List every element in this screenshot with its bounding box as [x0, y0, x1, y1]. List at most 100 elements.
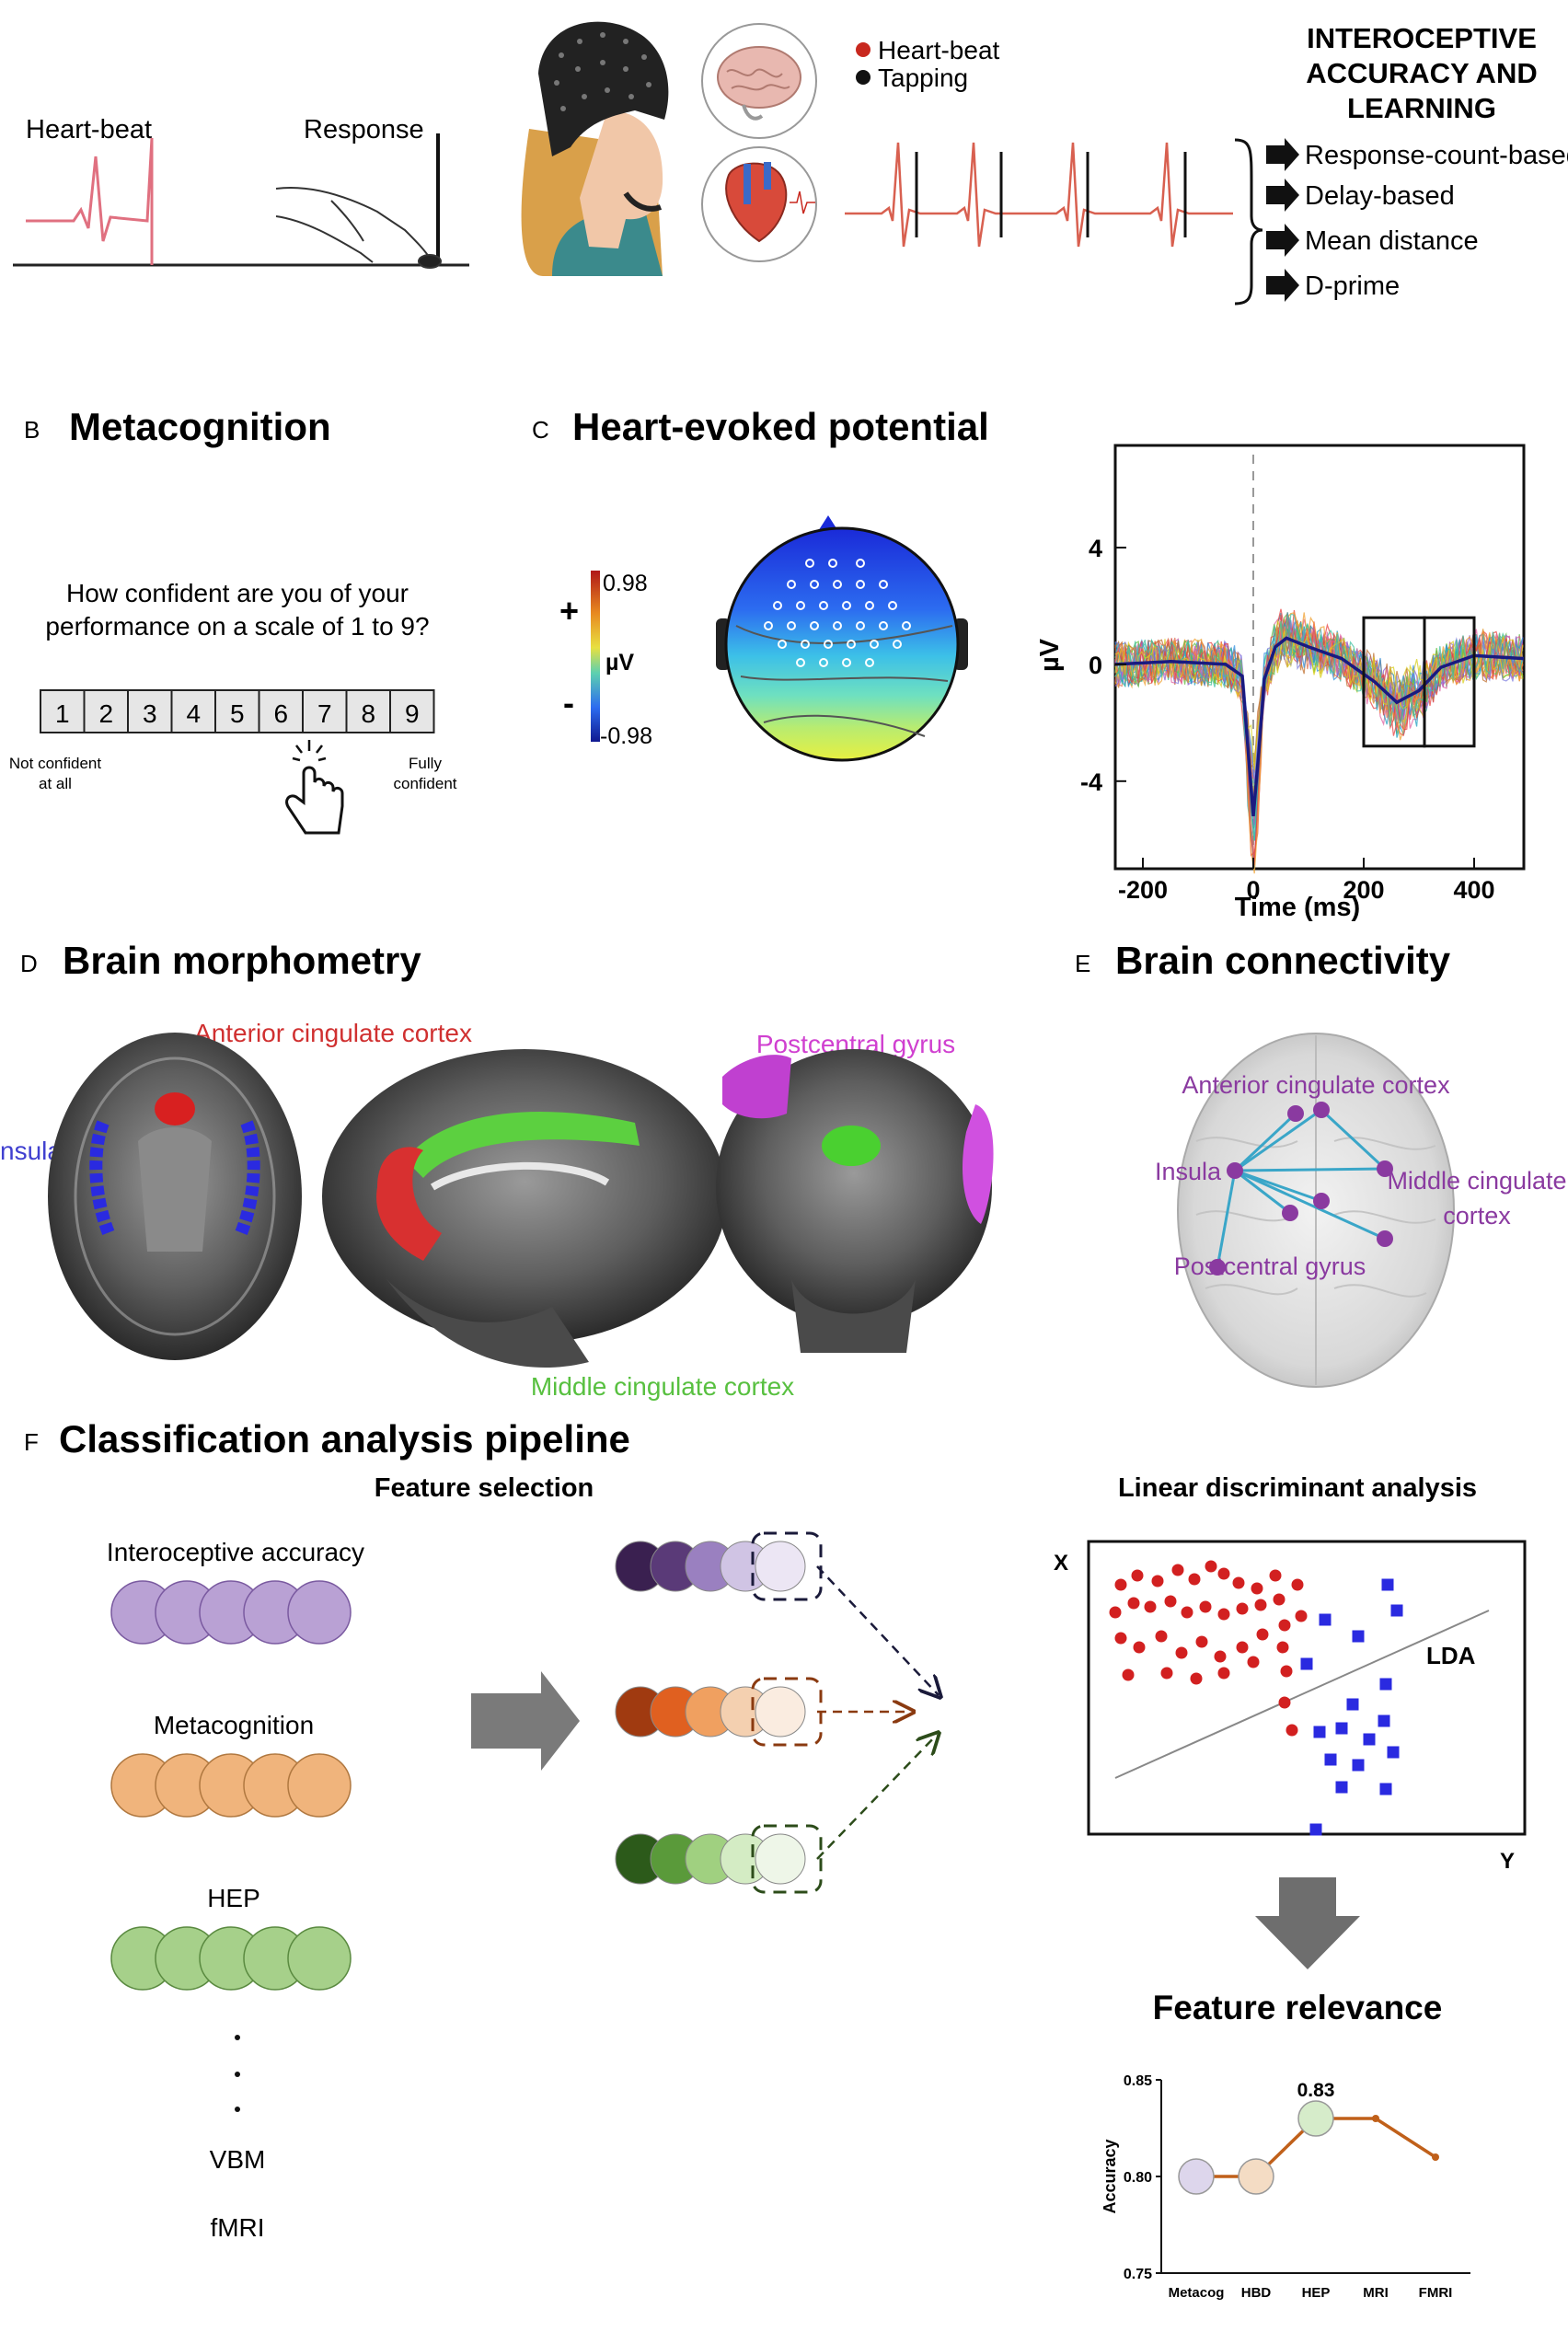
scale-number: 3: [143, 699, 157, 728]
scale-option[interactable]: 2: [83, 689, 129, 733]
feature-circle: [755, 1686, 806, 1737]
class-a-point: [1114, 1578, 1127, 1591]
class-a-point: [1164, 1595, 1177, 1608]
feature-circle: [755, 1541, 806, 1592]
title-line-3: LEARNING: [1347, 92, 1496, 124]
ellipsis-dots: [235, 2035, 240, 2112]
y-tick-label: 4: [1089, 535, 1102, 562]
feature-circles-hep: [110, 1926, 352, 1991]
class-a-point: [1236, 1602, 1249, 1615]
scale-option[interactable]: 4: [170, 689, 216, 733]
e-postcentral-label: Postcentral gyrus: [1174, 1253, 1366, 1280]
legend-heartbeat-label: Heart-beat: [878, 36, 1000, 64]
class-a-point: [1122, 1668, 1135, 1681]
rel-y-tick-label: 0.80: [1124, 2170, 1152, 2186]
rel-point: [1432, 2153, 1439, 2161]
acc-sagittal-region: [376, 1147, 442, 1261]
scale-option[interactable]: 1: [40, 689, 86, 733]
class-b-point: [1378, 1714, 1390, 1727]
e-insula-label: Insula: [1155, 1158, 1222, 1185]
rel-x-tick-label: HBD: [1241, 2285, 1272, 2301]
panel-c-title: Heart-evoked potential: [572, 405, 989, 448]
class-a-point: [1217, 1567, 1230, 1580]
class-a-point: [1276, 1641, 1289, 1654]
rel-y-axis-label: Accuracy: [1101, 2139, 1119, 2213]
feature-label-fmri: fMRI: [210, 2213, 264, 2242]
measure-item: Mean distance: [1305, 226, 1479, 256]
connectivity-node: [1209, 1259, 1226, 1276]
scale-cell[interactable]: [170, 689, 216, 733]
scale-option[interactable]: 7: [302, 689, 348, 733]
scale-option[interactable]: 5: [214, 689, 260, 733]
feature-circles-metacognition: [110, 1753, 352, 1818]
rel-x-tick-label: HEP: [1302, 2285, 1331, 2301]
measures-list: Response-count-based Delay-based Mean di…: [1266, 138, 1568, 302]
scale-high-label-2: confident: [394, 775, 457, 792]
class-a-point: [1144, 1600, 1157, 1613]
mean-hep-trace: [1114, 636, 1525, 817]
response-label: Response: [304, 115, 424, 144]
scale-number: 2: [98, 699, 113, 728]
selection-arrows: [816, 1565, 939, 1860]
class-a-point: [1160, 1667, 1173, 1680]
measure-item: Response-count-based: [1305, 141, 1568, 170]
class-b-point: [1381, 1578, 1394, 1591]
class-b-point: [1363, 1733, 1376, 1746]
panel-a: Heart-beat Response: [13, 21, 1568, 306]
class-a-point: [1232, 1576, 1245, 1589]
scale-cell[interactable]: [389, 689, 435, 733]
acc-region: [155, 1092, 195, 1126]
brain-icon: [701, 23, 817, 139]
acc-label: Anterior cingulate cortex: [194, 1019, 472, 1047]
colorbar-min-label: -0.98: [600, 723, 652, 749]
class-b-point: [1390, 1604, 1403, 1617]
electrode-dot: [801, 640, 810, 649]
heartbeat-label: Heart-beat: [26, 115, 152, 144]
selected-feature-row: [615, 1531, 823, 1601]
rel-point: [1238, 2158, 1274, 2195]
class-a-point: [1280, 1665, 1293, 1678]
electrode-dot: [833, 621, 842, 630]
class-b-point: [1335, 1722, 1348, 1735]
channel-trace: [1114, 612, 1523, 874]
electrode-dot: [787, 580, 796, 589]
scale-number: 5: [230, 699, 245, 728]
x-tick-label: -200: [1118, 876, 1168, 904]
colorbar-plus-sign: +: [559, 592, 579, 629]
title-line-2: ACCURACY AND: [1306, 57, 1537, 89]
measure-item: Delay-based: [1305, 181, 1455, 211]
panel-e-letter: E: [1075, 950, 1090, 977]
feature-circle: [287, 1926, 352, 1991]
class-a-point: [1273, 1593, 1286, 1606]
class-b-point: [1300, 1657, 1313, 1670]
scale-cell[interactable]: [345, 689, 391, 733]
scale-option[interactable]: 6: [258, 689, 304, 733]
electrode-dot: [764, 621, 773, 630]
class-b-point: [1346, 1698, 1359, 1711]
scale-option[interactable]: 8: [345, 689, 391, 733]
scale-low-label-2: at all: [39, 775, 72, 792]
scalp-topography: [716, 515, 968, 762]
class-a-point: [1278, 1619, 1291, 1632]
class-a-point: [1291, 1578, 1304, 1591]
panel-c: C Heart-evoked potential 0.98 -0.98 µV +…: [532, 405, 1526, 922]
selected-feature-row: [615, 1677, 823, 1747]
scale-option[interactable]: 3: [127, 689, 173, 733]
scale-number: 8: [361, 699, 375, 728]
scale-cell[interactable]: [258, 689, 304, 733]
scale-high-label-1: Fully: [409, 755, 442, 772]
class-a-point: [1151, 1575, 1164, 1587]
electrode-dot: [856, 559, 865, 568]
arrow-icon: [1266, 138, 1299, 171]
feature-circles-interoceptive: [110, 1580, 352, 1645]
question-line-1: How confident are you of your: [66, 579, 409, 607]
coronal-brain-slice: [716, 1049, 994, 1353]
rel-y-tick-label: 0.75: [1124, 2267, 1152, 2282]
interoceptive-title: INTEROCEPTIVE ACCURACY AND LEARNING: [1306, 22, 1537, 124]
electrode-dot: [819, 658, 828, 667]
scale-option[interactable]: 9: [389, 689, 435, 733]
rel-x-tick-label: Metacog: [1169, 2285, 1225, 2301]
electrode-dot: [865, 601, 874, 610]
selection-box: [751, 1824, 823, 1894]
